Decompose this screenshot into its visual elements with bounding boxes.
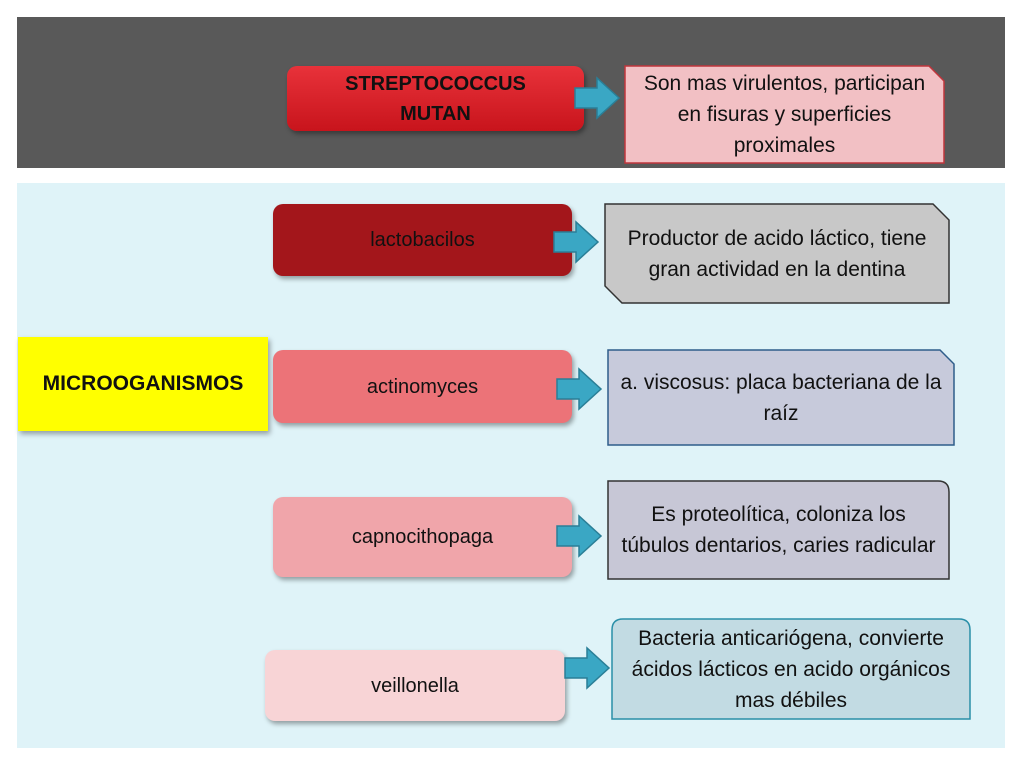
description-text-veillonella: Bacteria anticariógena, convierte ácidos…: [631, 626, 951, 712]
description-actinomyces: a. viscosus: placa bacteriana de la raíz: [607, 349, 955, 446]
description-text-actinomyces: a. viscosus: placa bacteriana de la raíz: [620, 370, 942, 425]
description-text-streptococcus: Son mas virulentos, participan en fisura…: [643, 72, 926, 157]
org-box-veillonella: veillonella: [265, 650, 565, 721]
root-node-microorganismos: MICROOGANISMOS: [18, 337, 268, 431]
org-box-capnocithopaga: capnocithopaga: [273, 497, 572, 577]
org-box-streptococcus: STREPTOCOCCUS MUTAN: [287, 66, 584, 131]
description-streptococcus: Son mas virulentos, participan en fisura…: [624, 65, 945, 164]
description-lactobacilos: Productor de acido láctico, tiene gran a…: [604, 203, 950, 304]
description-text-capnocithopaga: Es proteolítica, coloniza los túbulos de…: [621, 503, 936, 557]
arrow-right-icon: [563, 646, 611, 690]
arrow-right-icon: [555, 514, 603, 558]
org-box-actinomyces: actinomyces: [273, 350, 572, 423]
org-box-lactobacilos: lactobacilos: [273, 204, 572, 276]
arrow-right-icon: [573, 76, 621, 120]
arrow-right-icon: [552, 220, 600, 264]
org-label-lactobacilos: lactobacilos: [370, 229, 475, 251]
org-label-capnocithopaga: capnocithopaga: [351, 526, 494, 548]
description-text-lactobacilos: Productor de acido láctico, tiene gran a…: [627, 226, 927, 281]
org-label-actinomyces: actinomyces: [366, 375, 479, 398]
org-label-veillonella: veillonella: [371, 674, 459, 697]
description-veillonella: Bacteria anticariógena, convierte ácidos…: [611, 618, 971, 720]
description-capnocithopaga: Es proteolítica, coloniza los túbulos de…: [607, 480, 950, 580]
org-label-streptococcus: STREPTOCOCCUS MUTAN: [345, 72, 526, 125]
root-node-label: MICROOGANISMOS: [42, 372, 244, 395]
arrow-right-icon: [555, 367, 603, 411]
